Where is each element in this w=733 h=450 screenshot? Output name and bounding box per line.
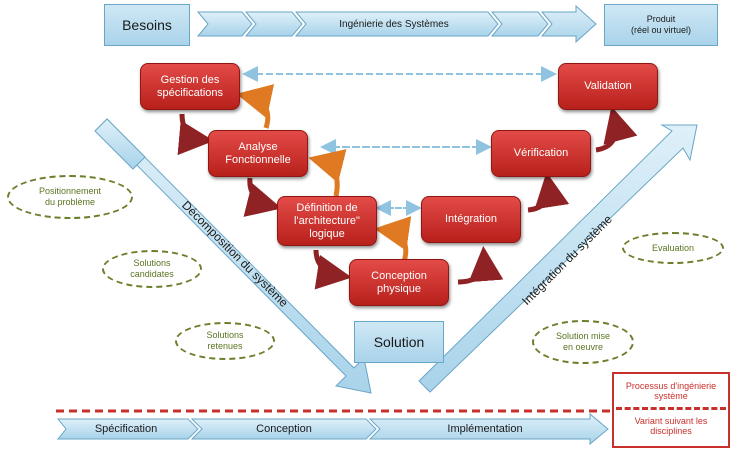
bottom-specification: Spécification [94,423,158,435]
oval-retenues: Solutions retenues [175,322,275,360]
legend-variant: Variant suivant les disciplines [634,416,708,436]
step-gestion: Gestion des spécifications [140,63,240,110]
oval-candidates: Solutions candidates [102,250,202,288]
step-validation: Validation [558,63,658,110]
besoins-box: Besoins [104,4,190,46]
top-chevron-bar [196,4,597,44]
step-integration: Intégration [421,196,521,243]
ingenierie-label: Ingénierie des Systèmes [339,18,449,30]
oval-mise: Solution mise en oeuvre [532,320,634,364]
produit-box: Produit (réel ou virtuel) [604,4,718,46]
bottom-implementation: Implémentation [447,423,523,435]
bottom-conception: Conception [256,423,312,435]
step-verification: Vérification [491,130,591,177]
legend-divider [616,407,726,410]
legend-box: Processus d'ingénierie système Variant s… [612,372,730,448]
oval-evaluation: Evaluation [622,232,724,264]
step-analyse: Analyse Fonctionnelle [208,130,308,177]
bottom-chevron-bar [56,412,609,446]
oval-positionnement: Positionnement du problème [7,175,133,219]
besoins-label: Besoins [122,17,172,33]
produit-label: Produit (réel ou virtuel) [630,14,692,35]
solution-label: Solution [373,334,425,350]
decomposition-arrow [94,118,372,394]
step-conception: Conception physique [349,259,449,306]
step-definition: Définition de l'architecture" logique [277,196,377,246]
legend-process: Processus d'ingénierie système [625,381,717,401]
solution-box: Solution [354,321,444,363]
integration-arrow [418,124,698,393]
